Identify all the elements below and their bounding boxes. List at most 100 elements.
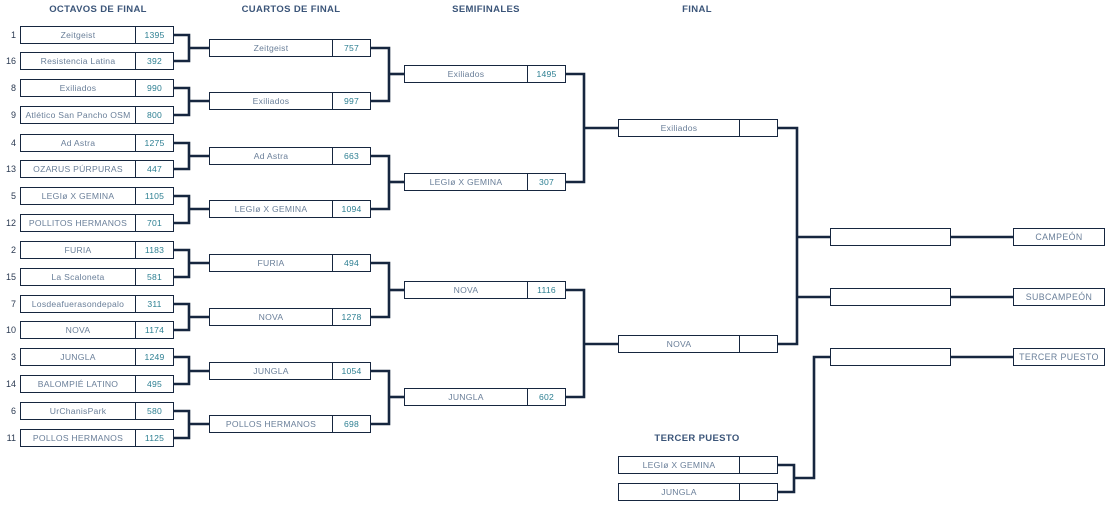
team-name: Exiliados (447, 69, 485, 79)
match-row[interactable]: POLLOS HERMANOS 1125 (20, 429, 174, 447)
team-score: 1105 (135, 188, 173, 204)
team-score (739, 336, 777, 352)
seed-number: 10 (5, 325, 16, 335)
team-name: Ad Astra (253, 151, 289, 161)
team-name: LEGIø X GEMINA (234, 204, 308, 214)
seed-number: 14 (5, 379, 16, 389)
match-row[interactable]: UrChanisPark 580 (20, 402, 174, 420)
team-score: 1495 (527, 66, 565, 82)
team-name: OZARUS PÚRPURAS (33, 164, 123, 174)
team-score: 1275 (135, 135, 173, 151)
match-row[interactable]: Atlético San Pancho OSM 800 (20, 106, 174, 124)
match-row[interactable]: Resistencia Latina 392 (20, 52, 174, 70)
team-score: 800 (135, 107, 173, 123)
team-name: FURIA (257, 258, 285, 268)
team-score: 1054 (332, 363, 370, 379)
match-row[interactable]: BALOMPIÉ LATINO 495 (20, 375, 174, 393)
team-name: LEGIø X GEMINA (642, 460, 716, 470)
team-score: 1125 (135, 430, 173, 446)
team-score: 1094 (332, 201, 370, 217)
match-row[interactable]: LEGIø X GEMINA 1094 (209, 200, 371, 218)
match-row[interactable]: JUNGLA 602 (404, 388, 566, 406)
match-row[interactable]: LEGIø X GEMINA 307 (404, 173, 566, 191)
team-name: POLLOS HERMANOS (225, 419, 317, 429)
podium-winner-box-campeon[interactable] (830, 228, 951, 246)
team-score: 698 (332, 416, 370, 432)
team-name: Losdeafuerasondepalo (31, 299, 125, 309)
team-name: NOVA (65, 325, 91, 335)
seed-number: 8 (10, 83, 16, 93)
team-score: 1395 (135, 27, 173, 43)
seed-number: 1 (10, 30, 16, 40)
team-score: 494 (332, 255, 370, 271)
match-row[interactable]: NOVA 1278 (209, 308, 371, 326)
match-row[interactable]: JUNGLA (618, 483, 778, 501)
team-name: POLLITOS HERMANOS (28, 218, 128, 228)
podium-label-campeon: CAMPEÓN (1013, 228, 1105, 246)
match-row[interactable]: Losdeafuerasondepalo 311 (20, 295, 174, 313)
match-row[interactable]: Ad Astra 663 (209, 147, 371, 165)
team-name: Zeitgeist (60, 30, 96, 40)
match-row[interactable]: POLLITOS HERMANOS 701 (20, 214, 174, 232)
team-name: Ad Astra (60, 138, 96, 148)
team-name: Zeitgeist (253, 43, 289, 53)
match-row[interactable]: POLLOS HERMANOS 698 (209, 415, 371, 433)
podium-label-subcampeon: SUBCAMPEÓN (1013, 288, 1105, 306)
round-header-tercer-puesto: TERCER PUESTO (654, 433, 740, 444)
match-row[interactable]: Exiliados (618, 119, 778, 137)
match-row[interactable]: La Scaloneta 581 (20, 268, 174, 286)
team-score: 307 (527, 174, 565, 190)
team-score: 990 (135, 80, 173, 96)
team-score: 997 (332, 93, 370, 109)
match-row[interactable]: NOVA 1116 (404, 281, 566, 299)
seed-number: 6 (10, 406, 16, 416)
team-score (739, 484, 777, 500)
podium-winner-box-tercer-puesto[interactable] (830, 348, 951, 366)
match-row[interactable]: NOVA (618, 335, 778, 353)
seed-number: 12 (5, 218, 16, 228)
team-name: Exiliados (59, 83, 97, 93)
round-header-semifinales: SEMIFINALES (452, 4, 520, 15)
team-score: 701 (135, 215, 173, 231)
match-row[interactable]: Zeitgeist 1395 (20, 26, 174, 44)
seed-number: 3 (10, 352, 16, 362)
match-row[interactable]: Exiliados 990 (20, 79, 174, 97)
match-row[interactable]: Exiliados 1495 (404, 65, 566, 83)
match-row[interactable]: LEGIø X GEMINA 1105 (20, 187, 174, 205)
team-score: 311 (135, 296, 173, 312)
team-name: FURIA (64, 245, 92, 255)
team-score: 447 (135, 161, 173, 177)
team-score: 581 (135, 269, 173, 285)
seed-number: 2 (10, 245, 16, 255)
team-name: JUNGLA (661, 487, 697, 497)
team-score: 580 (135, 403, 173, 419)
round-header-octavos: OCTAVOS DE FINAL (49, 4, 147, 15)
team-score: 663 (332, 148, 370, 164)
match-row[interactable]: FURIA 1183 (20, 241, 174, 259)
match-row[interactable]: JUNGLA 1054 (209, 362, 371, 380)
match-row[interactable]: Exiliados 997 (209, 92, 371, 110)
team-name: Exiliados (660, 123, 698, 133)
team-name: Resistencia Latina (40, 56, 116, 66)
team-name: La Scaloneta (51, 272, 105, 282)
round-header-final: FINAL (682, 4, 712, 15)
match-row[interactable]: JUNGLA 1249 (20, 348, 174, 366)
seed-number: 11 (6, 433, 16, 443)
team-score: 1249 (135, 349, 173, 365)
team-name: Atlético San Pancho OSM (25, 110, 131, 120)
team-name: Exiliados (252, 96, 290, 106)
match-row[interactable]: LEGIø X GEMINA (618, 456, 778, 474)
team-score: 602 (527, 389, 565, 405)
team-score (739, 120, 777, 136)
match-row[interactable]: Ad Astra 1275 (20, 134, 174, 152)
match-row[interactable]: Zeitgeist 757 (209, 39, 371, 57)
team-score: 1116 (527, 282, 565, 298)
podium-winner-box-subcampeon[interactable] (830, 288, 951, 306)
team-name: JUNGLA (60, 352, 96, 362)
seed-number: 13 (5, 164, 16, 174)
team-score: 1183 (135, 242, 173, 258)
match-row[interactable]: NOVA 1174 (20, 321, 174, 339)
match-row[interactable]: OZARUS PÚRPURAS 447 (20, 160, 174, 178)
match-row[interactable]: FURIA 494 (209, 254, 371, 272)
team-score: 392 (135, 53, 173, 69)
